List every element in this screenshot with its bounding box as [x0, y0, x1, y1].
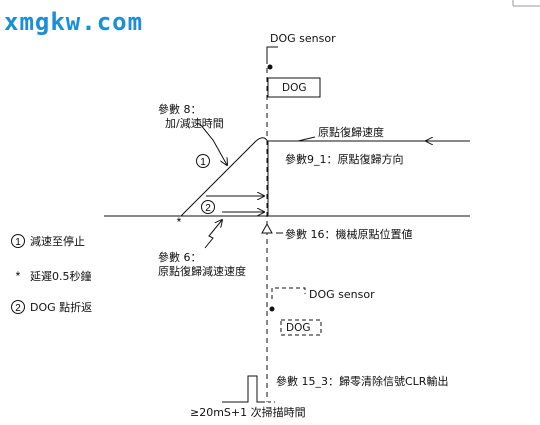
origin-triangle	[261, 222, 273, 234]
marker-circle-2	[201, 200, 215, 214]
pointer-param6	[204, 220, 222, 249]
param9-label: 參數9_1：原點復歸方向	[285, 153, 404, 166]
dog-bottom-label: DOG	[286, 322, 311, 334]
dog-top-label: DOG	[282, 82, 307, 94]
legend-text-1: 減速至停止	[30, 235, 85, 248]
legend-circle-2	[11, 300, 25, 314]
marker-circle-1-label: 1	[200, 157, 206, 168]
marker-circle-2-label: 2	[205, 203, 211, 214]
legend-mark-2: 2	[15, 303, 21, 314]
param8-label: 參數 8：	[158, 103, 202, 116]
param16-label: 參數 16：機械原點位置値	[285, 228, 413, 241]
legend-circle-1	[11, 234, 25, 248]
legend-text-3: DOG 點折返	[30, 301, 93, 314]
asterisk-marker: *	[177, 215, 182, 229]
legend-mark-asterisk: *	[16, 269, 21, 283]
time-note-label: ≥20mS+1 次掃描時間	[190, 406, 306, 419]
home-speed-label: 原點復歸速度	[318, 126, 384, 139]
param6-label: 參數 6：	[158, 251, 202, 264]
param15-label: 參數 15_3：歸零清除信號CLR輸出	[276, 375, 449, 388]
pointer-home-speed	[297, 136, 316, 142]
dog-sensor-top-label: DOG sensor	[270, 32, 336, 45]
marker-circle-1	[196, 154, 210, 168]
pointer-param8	[199, 123, 227, 165]
dog-box-bottom	[280, 319, 322, 336]
corner-artifact	[512, 0, 540, 7]
dog-sensor-bottom-label: DOG sensor	[309, 288, 375, 301]
legend-text-2: 延遲0.5秒鐘	[30, 270, 92, 283]
param8-desc: 加/減速時間	[165, 117, 224, 130]
speed-profile	[180, 137, 269, 217]
watermark: xmgkw.com	[4, 8, 144, 36]
dog-sensor-top	[266, 46, 278, 70]
dog-box-top	[267, 77, 321, 98]
param6-desc: 原點復歸減速速度	[158, 265, 246, 278]
legend-mark-1: 1	[15, 237, 21, 248]
clr-pulse	[222, 375, 262, 403]
dog-sensor-bottom	[269, 287, 306, 312]
